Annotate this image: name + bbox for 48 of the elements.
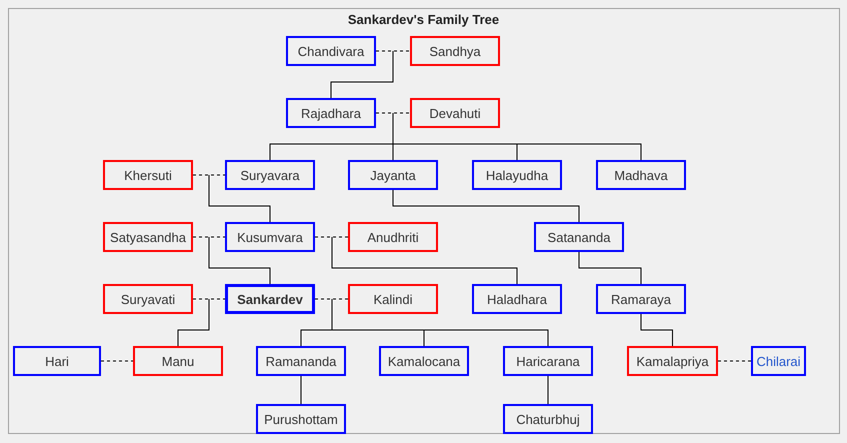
person-box: Kalindi — [348, 284, 438, 314]
person-box: Satananda — [534, 222, 624, 252]
person-box: Anudhriti — [348, 222, 438, 252]
person-box: Haladhara — [472, 284, 562, 314]
person-box: Chandivara — [286, 36, 376, 66]
marriage-line — [718, 360, 752, 362]
person-box: Halayudha — [472, 160, 562, 190]
person-box: Purushottam — [256, 404, 346, 434]
person-box: Madhava — [596, 160, 686, 190]
person-box: Kamalapriya — [627, 346, 718, 376]
person-box: Hari — [13, 346, 101, 376]
person-box: Chilarai — [751, 346, 806, 376]
person-box: Khersuti — [103, 160, 193, 190]
descent-line — [392, 112, 642, 160]
person-box: Sandhya — [410, 36, 500, 66]
marriage-line — [314, 298, 348, 300]
person-box: Suryavara — [225, 160, 315, 190]
person-box: Rajadhara — [286, 98, 376, 128]
descent-line — [578, 252, 642, 284]
person-box: Satyasandha — [103, 222, 193, 252]
person-box: Manu — [133, 346, 223, 376]
person-box: Devahuti — [410, 98, 500, 128]
descent-line — [332, 298, 548, 346]
descent-line — [640, 314, 673, 346]
person-box: Ramaraya — [596, 284, 686, 314]
descent-line — [178, 298, 210, 346]
descent-line — [392, 190, 580, 222]
marriage-line — [376, 50, 410, 52]
marriage-line — [100, 360, 134, 362]
descent-line — [208, 174, 270, 222]
marriage-line — [192, 236, 226, 238]
descent-line — [208, 236, 270, 284]
descent-line — [332, 236, 518, 284]
person-box: Ramananda — [256, 346, 346, 376]
descent-line — [330, 50, 394, 98]
person-box: Jayanta — [348, 160, 438, 190]
marriage-line — [192, 298, 226, 300]
marriage-line — [192, 174, 226, 176]
title: Sankardev's Family Tree — [348, 12, 500, 27]
marriage-line — [314, 236, 348, 238]
person-box: Suryavati — [103, 284, 193, 314]
marriage-line — [376, 112, 410, 114]
descent-line — [300, 376, 302, 404]
person-box: Chaturbhuj — [503, 404, 593, 434]
person-box: Kamalocana — [379, 346, 469, 376]
person-box: Haricarana — [503, 346, 593, 376]
person-box: Sankardev — [225, 284, 315, 314]
person-box: Kusumvara — [225, 222, 315, 252]
